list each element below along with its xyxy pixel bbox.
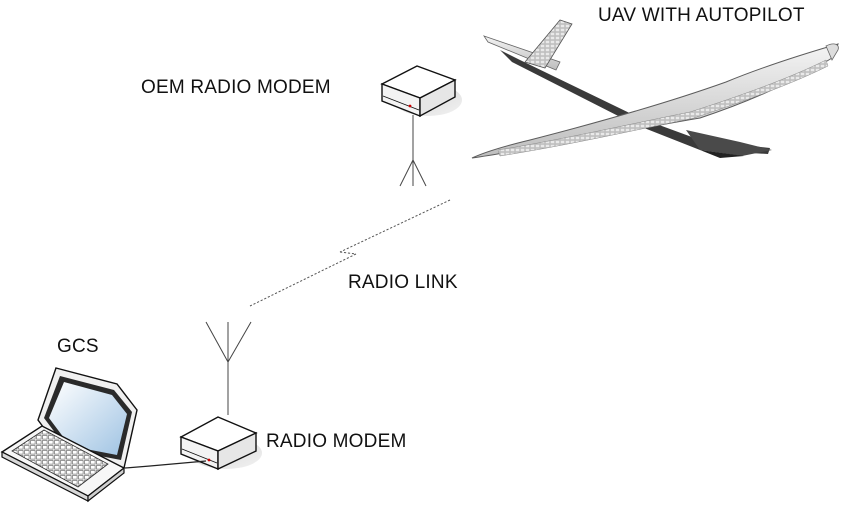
radio-link-label: RADIO LINK: [348, 272, 458, 293]
uav-aircraft: [471, 19, 839, 159]
oem-radio-modem-label: OEM RADIO MODEM: [141, 77, 331, 98]
uav-label: UAV WITH AUTOPILOT: [598, 5, 805, 26]
radio-modem: [179, 416, 262, 471]
ground-antenna: [205, 321, 252, 415]
oem-antenna: [399, 115, 427, 187]
serial-cable: [124, 460, 207, 469]
oem-radio-modem: [380, 65, 462, 118]
radio-modem-label: RADIO MODEM: [266, 431, 407, 452]
gcs-label: GCS: [57, 336, 99, 357]
radio-link: [249, 199, 451, 307]
gcs-laptop: [0, 367, 138, 503]
